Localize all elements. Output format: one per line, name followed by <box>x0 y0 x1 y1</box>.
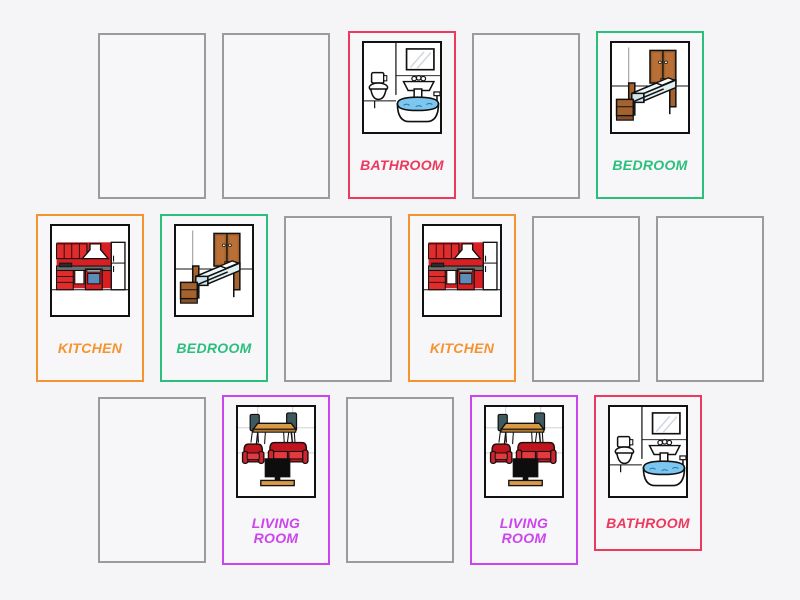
card-label-line2: ROOM <box>501 529 547 546</box>
card-face-down[interactable] <box>98 397 206 563</box>
card-face-down[interactable] <box>346 397 454 563</box>
card-label: KITCHEN <box>57 340 123 357</box>
bedroom-illustration <box>610 41 690 134</box>
kitchen-illustration <box>50 224 130 317</box>
living-room-icon <box>486 407 562 496</box>
kitchen-illustration <box>422 224 502 317</box>
card-bathroom[interactable]: BATHROOM <box>594 395 702 551</box>
living-illustration <box>484 405 564 498</box>
living-illustration <box>236 405 316 498</box>
card-label: BATHROOM <box>360 157 444 174</box>
card-face-down[interactable] <box>284 216 392 382</box>
kitchen-icon <box>52 226 128 315</box>
bedroom-icon <box>176 226 252 315</box>
card-label: KITCHEN <box>429 340 495 357</box>
card-label-line2: ROOM <box>253 529 299 546</box>
bedroom-illustration <box>174 224 254 317</box>
card-face-down[interactable] <box>656 216 764 382</box>
card-label-line1: LIVING <box>499 514 549 531</box>
card-label: BEDROOM <box>176 340 252 357</box>
card-bathroom[interactable]: BATHROOM <box>348 31 456 199</box>
card-kitchen[interactable]: KITCHEN <box>36 214 144 382</box>
card-face-down[interactable] <box>222 33 330 199</box>
card-face-down[interactable] <box>532 216 640 382</box>
card-kitchen[interactable]: KITCHEN <box>408 214 516 382</box>
card-label: BEDROOM <box>612 157 688 174</box>
living-room-icon <box>238 407 314 496</box>
bedroom-icon <box>612 43 688 132</box>
kitchen-icon <box>424 226 500 315</box>
bathroom-icon <box>364 43 440 132</box>
card-bedroom[interactable]: BEDROOM <box>596 31 704 199</box>
bathroom-illustration <box>362 41 442 134</box>
card-label: BATHROOM <box>606 515 690 532</box>
bathroom-icon <box>610 407 686 496</box>
bathroom-illustration <box>608 405 688 498</box>
card-face-down[interactable] <box>472 33 580 199</box>
card-face-down[interactable] <box>98 33 206 199</box>
card-bedroom[interactable]: BEDROOM <box>160 214 268 382</box>
card-label-line1: LIVING <box>251 514 301 531</box>
